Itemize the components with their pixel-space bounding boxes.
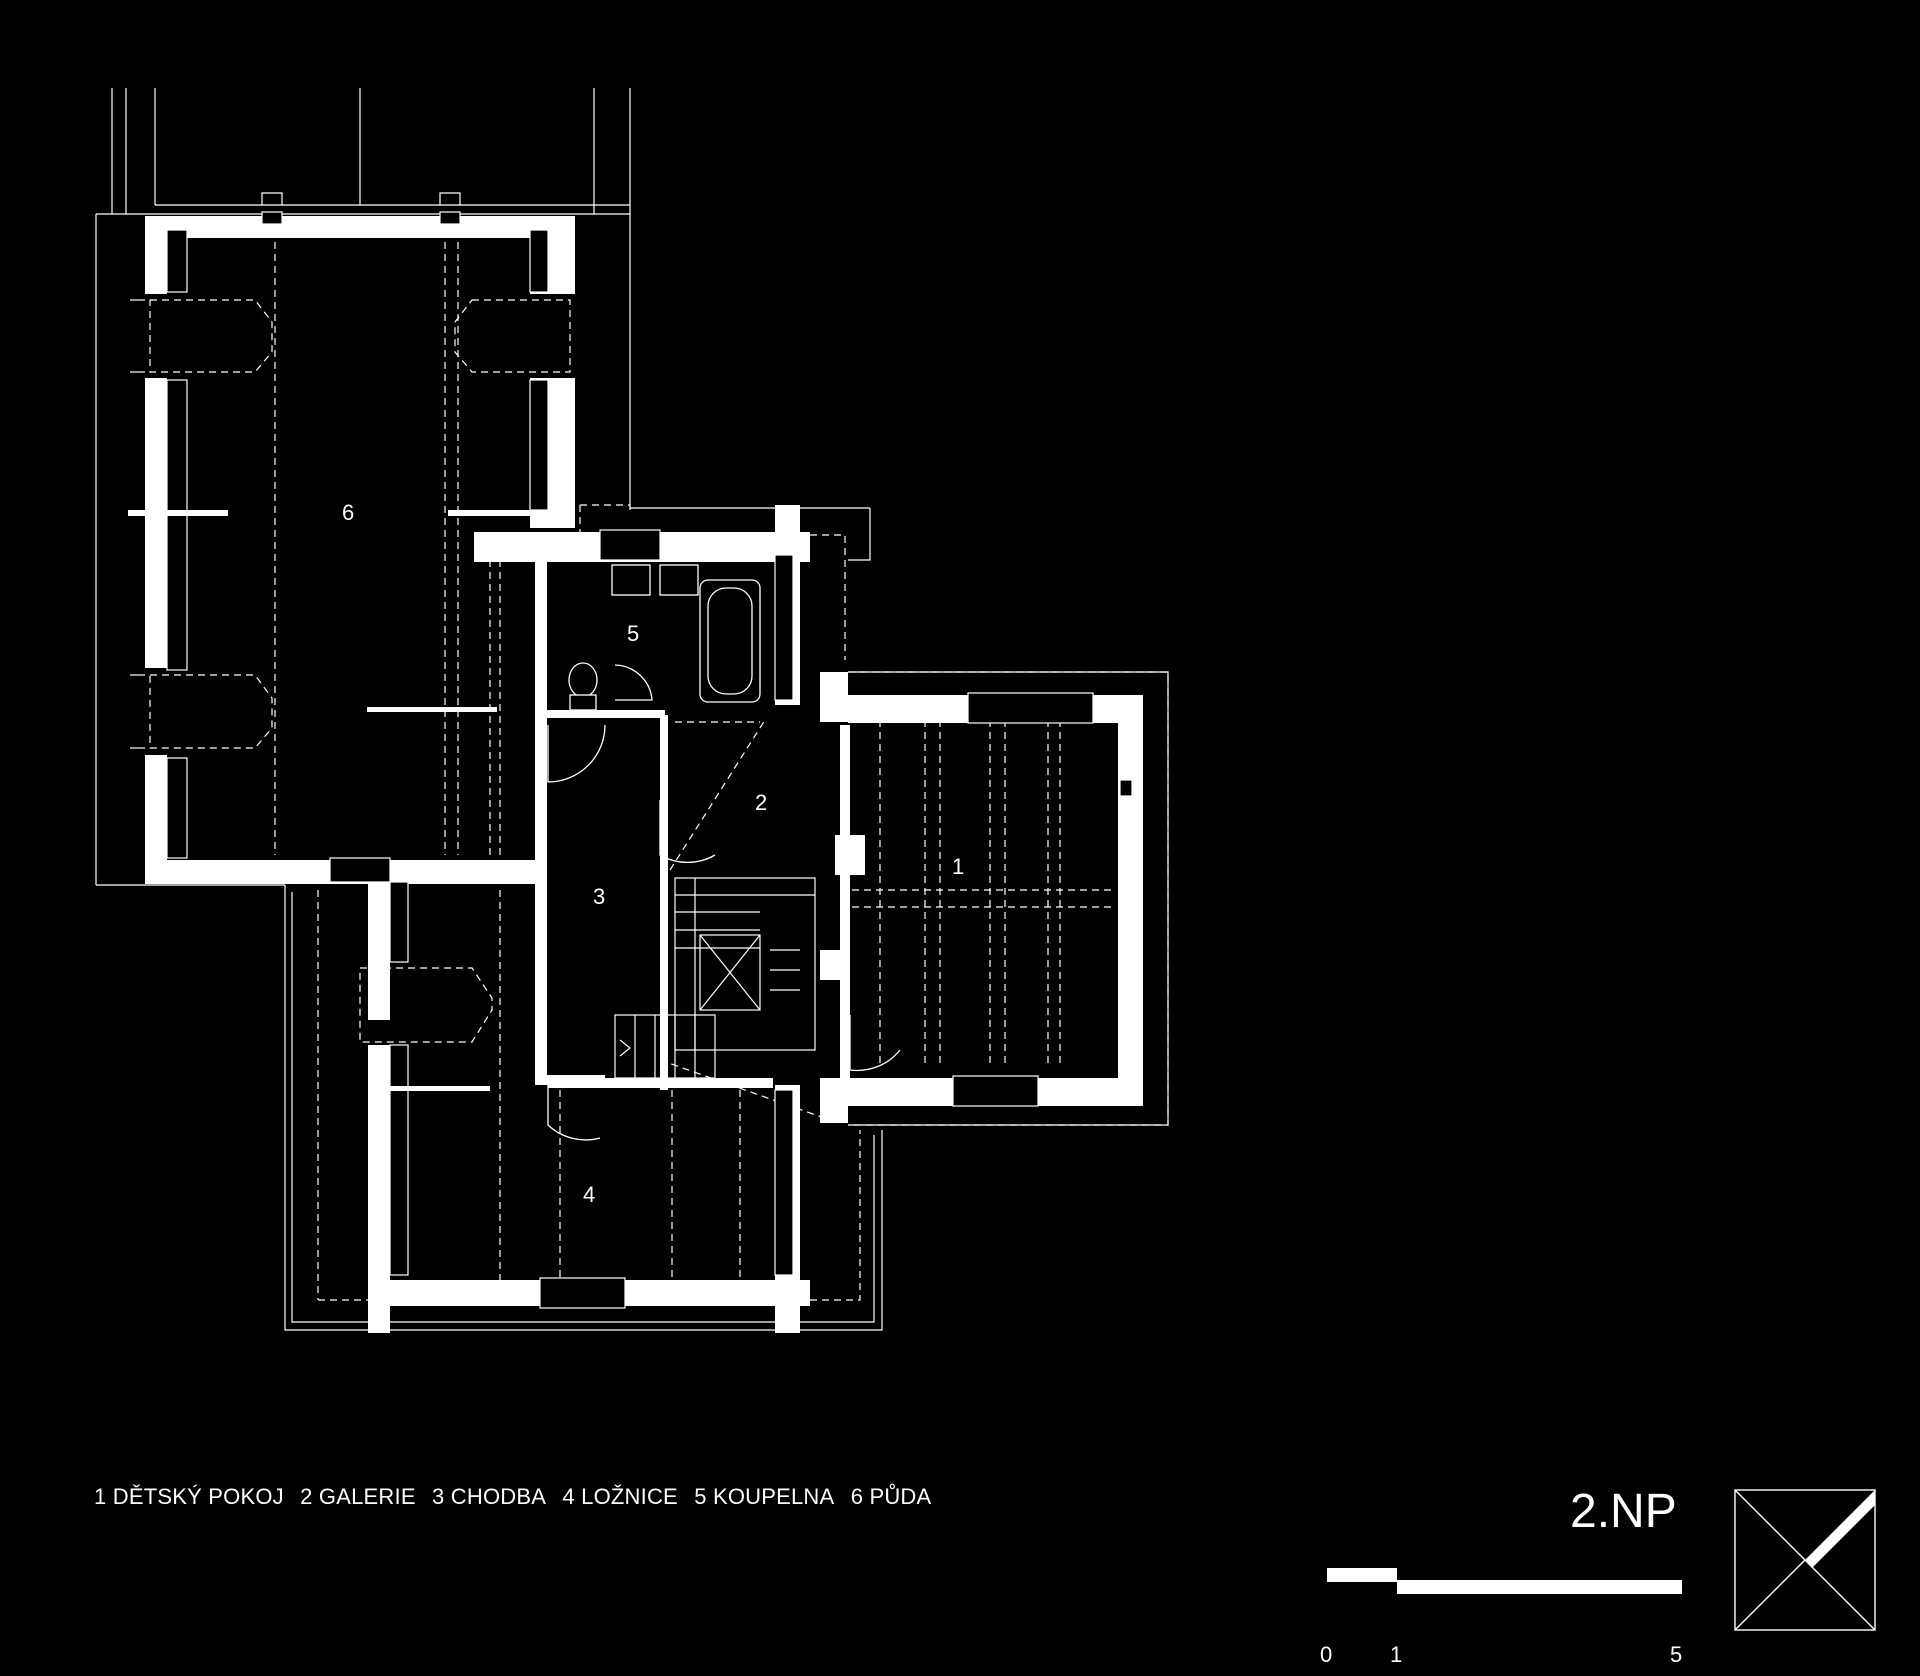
room-number-2: 2 bbox=[755, 790, 767, 815]
structural-marks bbox=[128, 510, 865, 1091]
scale-bar bbox=[1327, 1568, 1682, 1594]
windows bbox=[130, 211, 1133, 1309]
room-legend: 1 DĚTSKÝ POKOJ 2 GALERIE 3 CHODBA 4 LOŽN… bbox=[94, 1484, 941, 1510]
legend-item: 2 GALERIE bbox=[300, 1484, 416, 1509]
staircase bbox=[614, 877, 816, 1079]
scale-tick-0: 0 bbox=[1320, 1642, 1333, 1667]
floor-label: 2.NP bbox=[1570, 1485, 1677, 1538]
scale-tick-5: 5 bbox=[1670, 1642, 1683, 1667]
legend-item: 5 KOUPELNA bbox=[694, 1484, 835, 1509]
north-arrow-icon bbox=[1734, 1489, 1876, 1631]
room-number-6: 6 bbox=[342, 500, 354, 525]
room-number-3: 3 bbox=[593, 884, 605, 909]
room-number-5: 5 bbox=[627, 621, 639, 646]
bathroom-fixtures bbox=[568, 564, 761, 711]
legend-item: 1 DĚTSKÝ POKOJ bbox=[94, 1484, 284, 1509]
room-number-4: 4 bbox=[583, 1182, 595, 1207]
legend-item: 3 CHODBA bbox=[432, 1484, 547, 1509]
doors bbox=[547, 664, 901, 1141]
scale-tick-1: 1 bbox=[1390, 1642, 1403, 1667]
legend-item: 4 LOŽNICE bbox=[562, 1484, 678, 1509]
legend-item: 6 PŮDA bbox=[850, 1484, 932, 1509]
room-number-1: 1 bbox=[952, 854, 964, 879]
